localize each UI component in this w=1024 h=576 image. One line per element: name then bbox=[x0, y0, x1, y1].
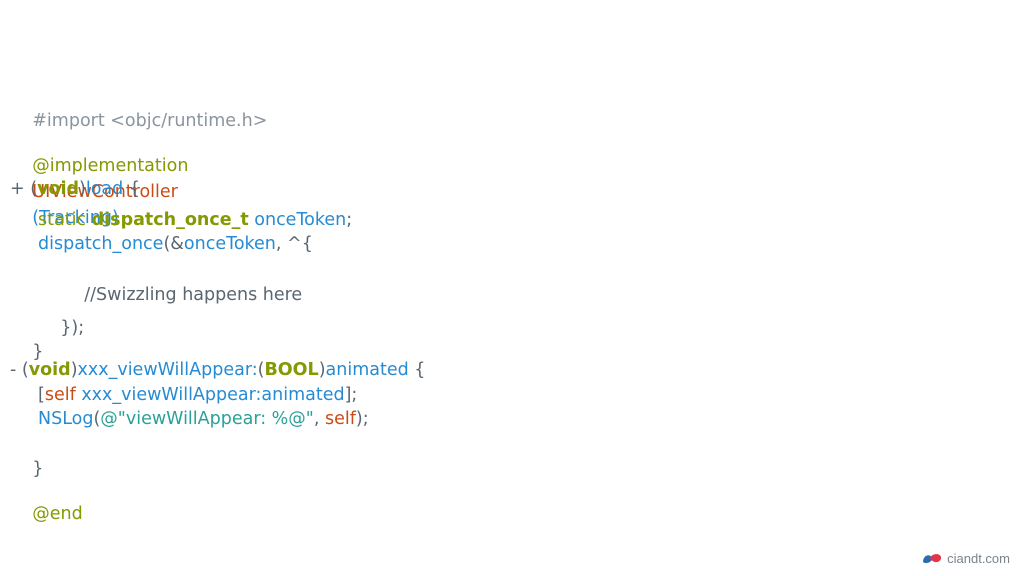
code-line-implementation: @implementation UIViewController (Tracki… bbox=[10, 127, 188, 228]
param-type-bool: BOOL bbox=[264, 360, 319, 380]
dispatch-rest: , ^{ bbox=[275, 234, 313, 254]
semicolon: ; bbox=[346, 210, 353, 230]
code-line-dispatch-once: dispatch_once(&onceToken, ^{ bbox=[38, 231, 313, 257]
self-keyword: self bbox=[44, 385, 76, 405]
dispatch-once-fn: dispatch_once bbox=[38, 234, 164, 254]
return-type-void: void bbox=[28, 360, 71, 380]
code-comment: //Swizzling happens here bbox=[84, 285, 303, 305]
brand-logo: ciandt.com bbox=[921, 551, 1010, 566]
method-name-load: load bbox=[85, 179, 124, 199]
code-line-block-close: }); bbox=[38, 289, 84, 338]
param-paren-close: ) bbox=[318, 360, 326, 380]
argument-animated: animated bbox=[261, 385, 345, 405]
code-line-method-close-1: } bbox=[10, 313, 43, 362]
return-type-void: void bbox=[37, 179, 80, 199]
selector-view-will-appear: xxx_viewWillAppear: bbox=[75, 385, 262, 405]
static-keyword: static bbox=[38, 210, 92, 230]
instance-method-marker: - ( bbox=[10, 360, 29, 380]
brace-close: } bbox=[32, 342, 44, 362]
param-paren-open: ( bbox=[257, 360, 265, 380]
bracket-open: [ bbox=[38, 385, 45, 405]
ciandt-logo-icon bbox=[923, 553, 942, 563]
code-line-load-signature: + (void)load { bbox=[10, 176, 140, 202]
brace-open: { bbox=[123, 179, 140, 199]
class-name: UIViewController bbox=[32, 182, 178, 202]
code-line-import: #import <objc/runtime.h> bbox=[10, 82, 267, 131]
block-close: }); bbox=[60, 318, 85, 338]
method-name-view-will-appear: xxx_viewWillAppear: bbox=[77, 360, 258, 380]
once-type: dispatch_once_t bbox=[91, 210, 249, 230]
paren-close: ) bbox=[70, 360, 78, 380]
brand-url: ciandt.com bbox=[947, 551, 1010, 566]
code-line-self-call: [self xxx_viewWillAppear:animated]; bbox=[38, 382, 357, 408]
code-line-view-will-appear-signature: - (void)xxx_viewWillAppear:(BOOL)animate… bbox=[10, 357, 425, 383]
dispatch-token: onceToken bbox=[183, 234, 276, 254]
nslog-open: ( bbox=[93, 409, 101, 429]
implementation-keyword: @implementation bbox=[32, 156, 189, 176]
code-line-comment: //Swizzling happens here bbox=[62, 256, 302, 305]
code-line-method-close-2: } bbox=[10, 430, 43, 479]
self-keyword: self bbox=[325, 409, 356, 429]
paren-close: ) bbox=[79, 179, 86, 199]
once-token-var: onceToken bbox=[248, 210, 347, 230]
format-string: @"viewWillAppear: %@" bbox=[100, 409, 314, 429]
nslog-close: ); bbox=[355, 409, 369, 429]
comma: , bbox=[313, 409, 325, 429]
class-method-marker: + ( bbox=[10, 179, 38, 199]
brace-open: { bbox=[408, 360, 426, 380]
category-name: (Tracking) bbox=[32, 208, 119, 228]
bracket-close: ]; bbox=[344, 385, 358, 405]
brace-close: } bbox=[32, 459, 44, 479]
nslog-fn: NSLog bbox=[38, 409, 94, 429]
code-line-static-token: static dispatch_once_t onceToken; bbox=[38, 207, 352, 233]
import-directive: #import <objc/runtime.h> bbox=[32, 111, 268, 131]
code-line-end: @end bbox=[10, 475, 82, 524]
end-keyword: @end bbox=[32, 504, 83, 524]
dispatch-open: (& bbox=[163, 234, 184, 254]
code-line-nslog: NSLog(@"viewWillAppear: %@", self); bbox=[38, 406, 369, 432]
param-name-animated: animated bbox=[325, 360, 409, 380]
